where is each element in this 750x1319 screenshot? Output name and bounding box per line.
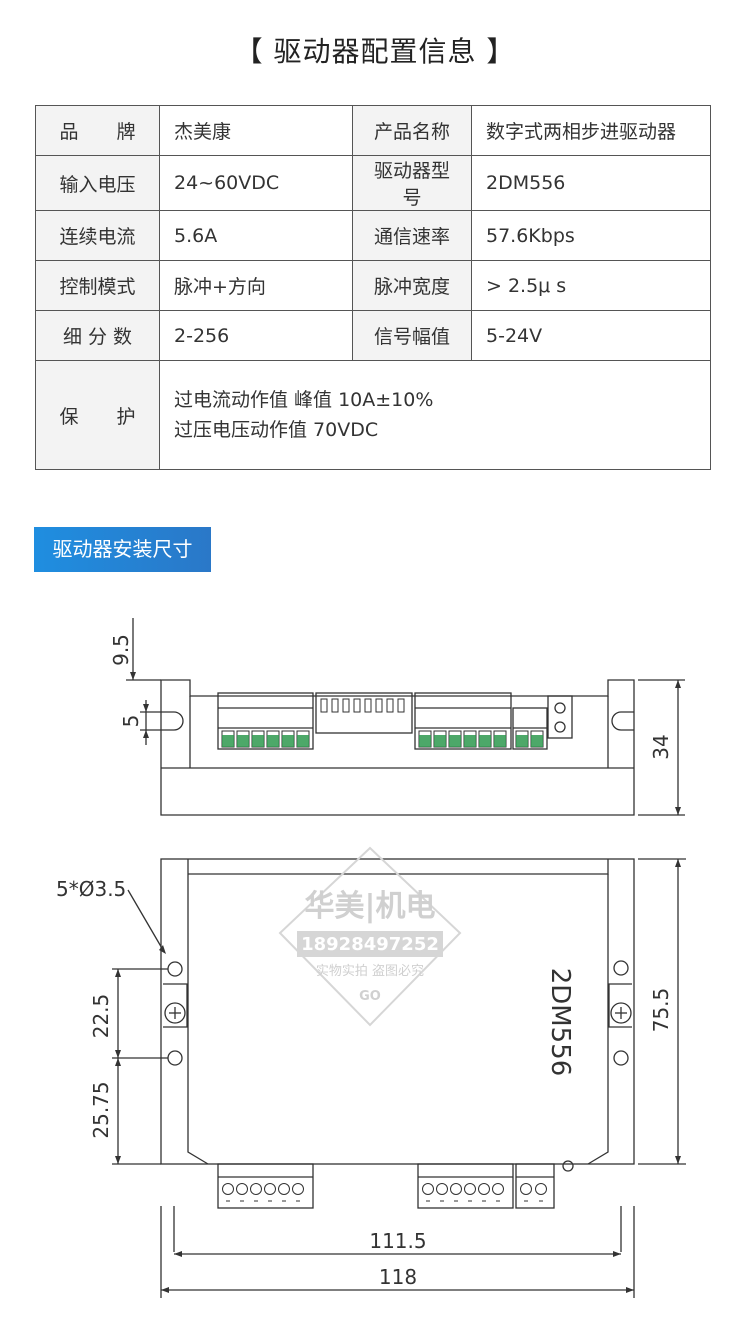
dim-5: 5 bbox=[119, 715, 143, 728]
watermark-phone: 18928497252 bbox=[301, 934, 439, 955]
watermark-notice: 实物实拍 盗图必究 bbox=[316, 963, 424, 979]
spec-label: 输入电压 bbox=[35, 155, 160, 211]
table-row: 细 分 数 2-256 信号幅值 5-24V bbox=[35, 310, 711, 361]
spec-label: 连续电流 bbox=[35, 210, 160, 261]
spec-value: 57.6Kbps bbox=[471, 210, 711, 261]
model-label: 2DM556 bbox=[545, 968, 575, 1077]
table-row: 输入电压 24~60VDC 驱动器型号 2DM556 bbox=[35, 155, 711, 211]
dim-9-5: 9.5 bbox=[109, 634, 133, 666]
spec-label: 品 牌 bbox=[35, 105, 160, 156]
table-row-protection: 保 护 过电流动作值 峰值 10A±10% 过压电压动作值 70VDC bbox=[35, 360, 711, 470]
table-row: 品 牌 杰美康 产品名称 数字式两相步进驱动器 bbox=[35, 105, 711, 156]
table-row: 控制模式 脉冲+方向 脉冲宽度 > 2.5μ s bbox=[35, 260, 711, 311]
protection-line: 过电流动作值 峰值 10A±10% bbox=[174, 389, 434, 411]
dim-111-5: 111.5 bbox=[369, 1229, 426, 1253]
spec-label: 通信速率 bbox=[352, 210, 472, 261]
dim-75-5: 75.5 bbox=[649, 988, 673, 1033]
spec-label: 保 护 bbox=[35, 360, 160, 470]
driver-top-view bbox=[160, 679, 635, 816]
spec-label: 驱动器型号 bbox=[352, 155, 472, 211]
dim-22-5: 22.5 bbox=[89, 994, 113, 1039]
watermark-mark: GO bbox=[359, 989, 381, 1004]
section-title-badge: 驱动器安装尺寸 bbox=[34, 527, 211, 572]
spec-label: 脉冲宽度 bbox=[352, 260, 472, 311]
hole-spec: 5*Ø3.5 bbox=[56, 877, 126, 901]
spec-label: 产品名称 bbox=[352, 105, 472, 156]
watermark-brand: 华美|机电 bbox=[305, 889, 436, 924]
protection-value: 过电流动作值 峰值 10A±10% 过压电压动作值 70VDC bbox=[159, 360, 711, 470]
spec-label: 细 分 数 bbox=[35, 310, 160, 361]
protection-line: 过压电压动作值 70VDC bbox=[174, 419, 379, 441]
spec-label: 信号幅值 bbox=[352, 310, 472, 361]
spec-value: 5.6A bbox=[159, 210, 353, 261]
table-row: 连续电流 5.6A 通信速率 57.6Kbps bbox=[35, 210, 711, 261]
dimension-drawing: 华美|机电 18928497252 实物实拍 盗图必究 GO 9.5 5 34 … bbox=[56, 618, 686, 1298]
spec-value: 24~60VDC bbox=[159, 155, 353, 211]
dim-34: 34 bbox=[649, 734, 673, 759]
spec-value: > 2.5μ s bbox=[471, 260, 711, 311]
spec-value: 2DM556 bbox=[471, 155, 711, 211]
watermark: 华美|机电 18928497252 实物实拍 盗图必究 GO bbox=[278, 846, 462, 1027]
spec-value: 2-256 bbox=[159, 310, 353, 361]
spec-label: 控制模式 bbox=[35, 260, 160, 311]
spec-value: 脉冲+方向 bbox=[159, 260, 353, 311]
dim-118: 118 bbox=[379, 1265, 417, 1289]
spec-value: 5-24V bbox=[471, 310, 711, 361]
spec-value: 杰美康 bbox=[159, 105, 353, 156]
dim-25-75: 25.75 bbox=[89, 1081, 113, 1138]
spec-value: 数字式两相步进驱动器 bbox=[471, 105, 711, 156]
spec-table: 品 牌 杰美康 产品名称 数字式两相步进驱动器 输入电压 24~60VDC 驱动… bbox=[35, 105, 711, 470]
driver-front-view bbox=[160, 858, 635, 1209]
page-title: 【 驱动器配置信息 】 bbox=[234, 35, 516, 68]
